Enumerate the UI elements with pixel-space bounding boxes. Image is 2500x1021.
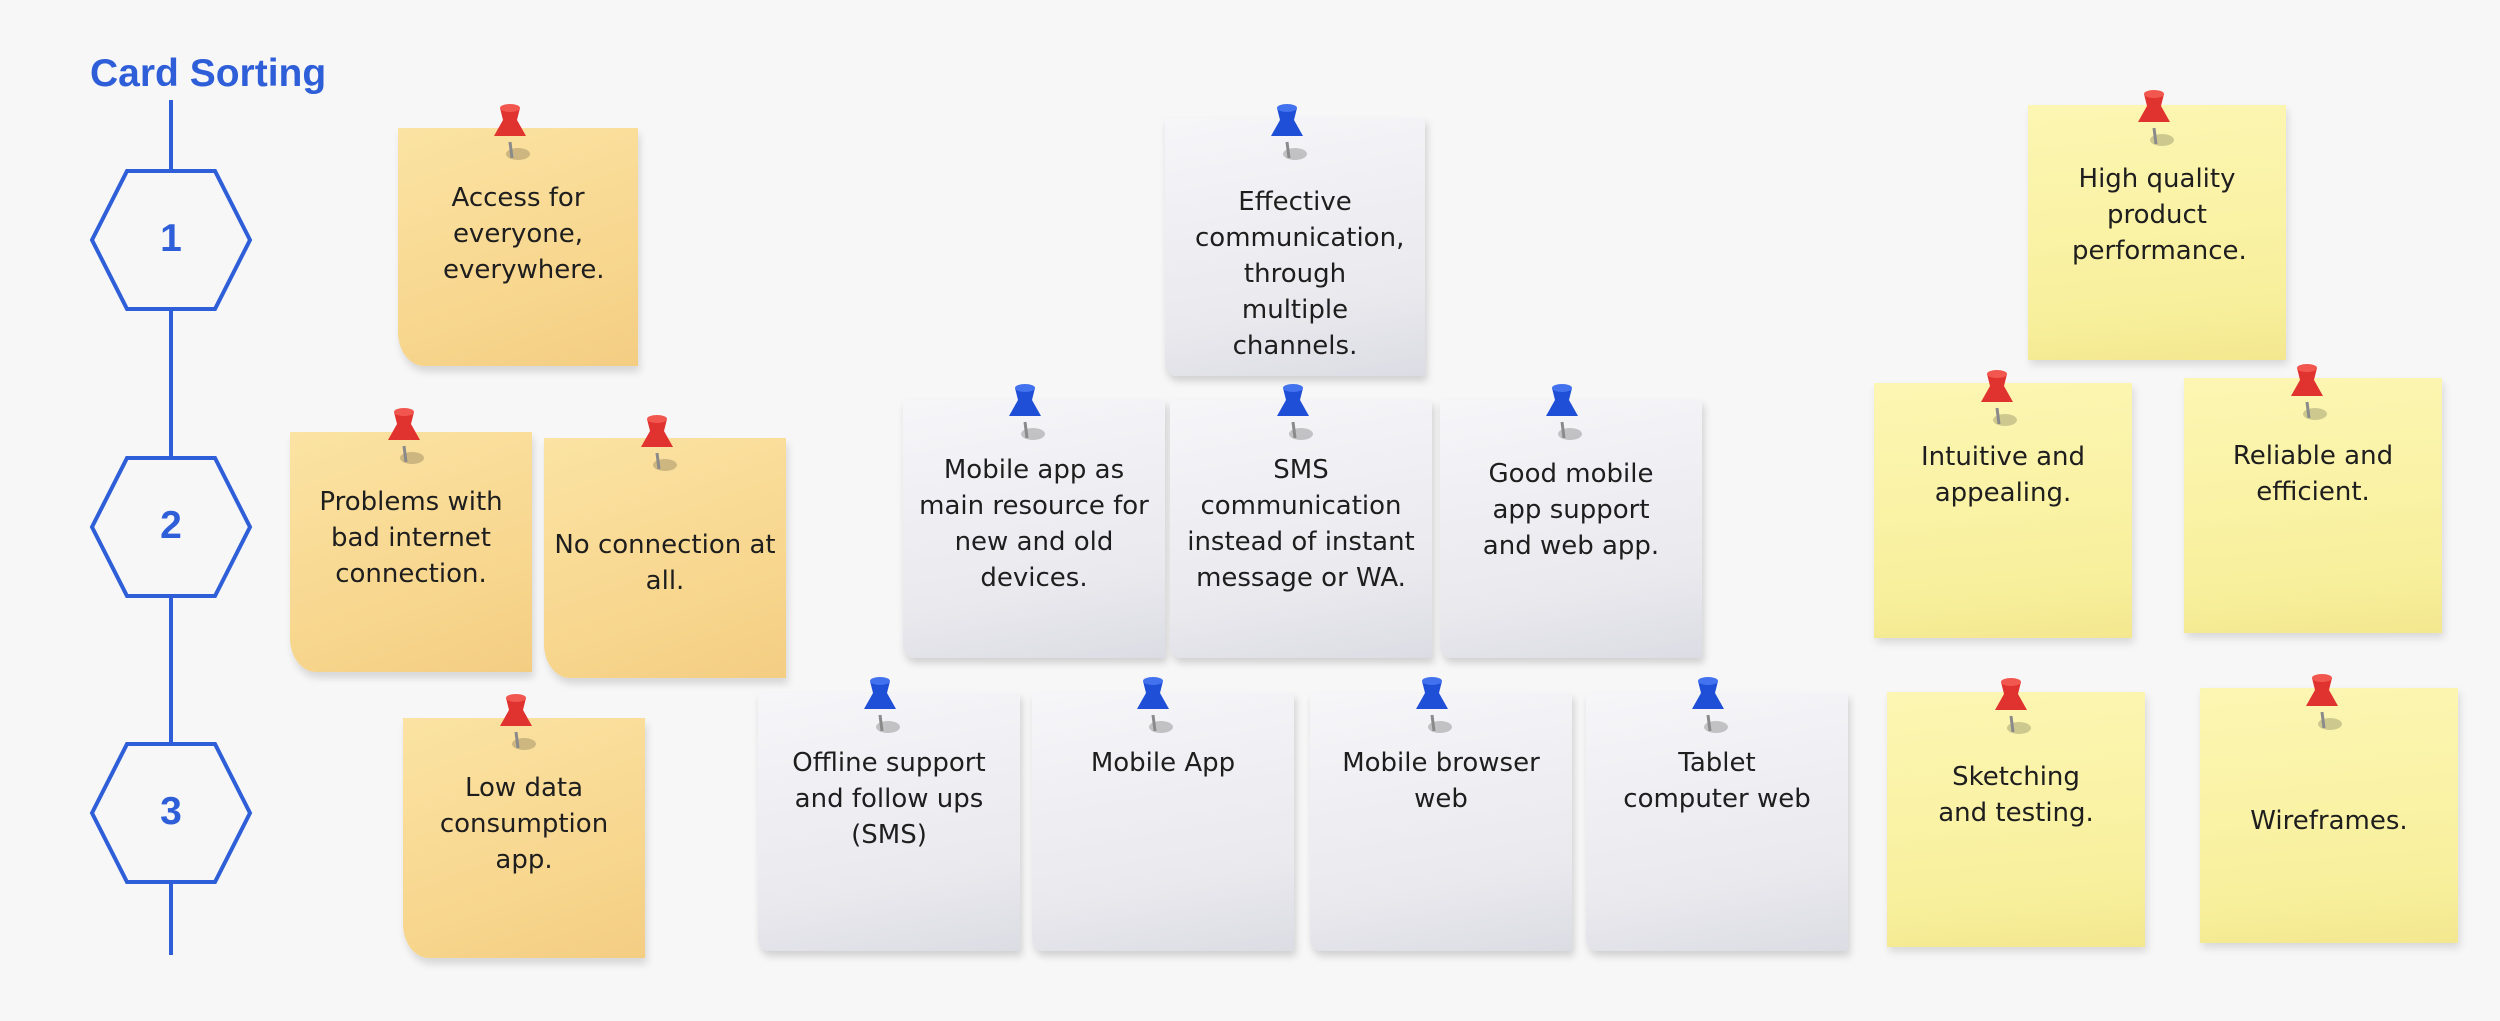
sticky-note[interactable]: Low data consumption app. <box>403 718 645 958</box>
sticky-note[interactable]: SMS communication instead of instant mes… <box>1170 400 1432 658</box>
sticky-note[interactable]: High quality product performance. <box>2028 105 2286 360</box>
note-text: SMS communication instead of instant mes… <box>1187 455 1415 593</box>
note-text: Wireframes. <box>2250 805 2408 836</box>
page-title: Card Sorting <box>90 52 327 95</box>
sticky-note[interactable]: Mobile app as main resource for new and … <box>903 400 1165 658</box>
sticky-note[interactable]: Mobile App <box>1032 693 1294 951</box>
note-text: High quality product performance. <box>2072 164 2247 266</box>
sticky-note[interactable]: Reliable and efficient. <box>2184 378 2442 633</box>
note-text: Effective communication, through multipl… <box>1195 187 1405 361</box>
note-text: Reliable and efficient. <box>2232 441 2394 507</box>
sticky-note[interactable]: Wireframes. <box>2200 688 2458 943</box>
sticky-note[interactable]: Sketching and testing. <box>1887 692 2145 947</box>
sticky-note[interactable]: Problems with bad internet connection. <box>290 432 532 672</box>
step-label-2: 2 <box>160 504 182 547</box>
sticky-note[interactable]: Tablet computer web <box>1586 693 1848 951</box>
note-text: Sketching and testing. <box>1938 762 2094 828</box>
note-text: Good mobile app support and web app. <box>1482 459 1660 561</box>
step-label-3: 3 <box>160 790 182 833</box>
sticky-note[interactable]: Access for everyone, everywhere. <box>398 128 638 366</box>
note-text: Mobile browser web <box>1342 748 1540 814</box>
sticky-note[interactable]: No connection at all. <box>544 438 786 678</box>
sticky-note[interactable]: Good mobile app support and web app. <box>1440 400 1702 658</box>
note-text: Problems with bad internet connection. <box>319 487 503 589</box>
note-text: Mobile App <box>1090 748 1236 778</box>
note-text: Tablet computer web <box>1623 748 1811 814</box>
note-text: Offline support and follow ups (SMS) <box>792 748 986 850</box>
sticky-note[interactable]: Intuitive and appealing. <box>1874 383 2132 638</box>
note-text: Intuitive and appealing. <box>1920 442 2086 508</box>
sticky-note[interactable]: Offline support and follow ups (SMS) <box>758 693 1020 951</box>
note-text: Access for everyone, everywhere. <box>443 183 605 285</box>
sticky-note[interactable]: Mobile browser web <box>1310 693 1572 951</box>
note-text: No connection at all. <box>554 530 776 596</box>
note-text: Low data consumption app. <box>439 773 609 875</box>
note-text: Mobile app as main resource for new and … <box>919 455 1149 593</box>
sticky-note[interactable]: Effective communication, through multipl… <box>1165 118 1425 376</box>
step-label-1: 1 <box>160 217 182 260</box>
